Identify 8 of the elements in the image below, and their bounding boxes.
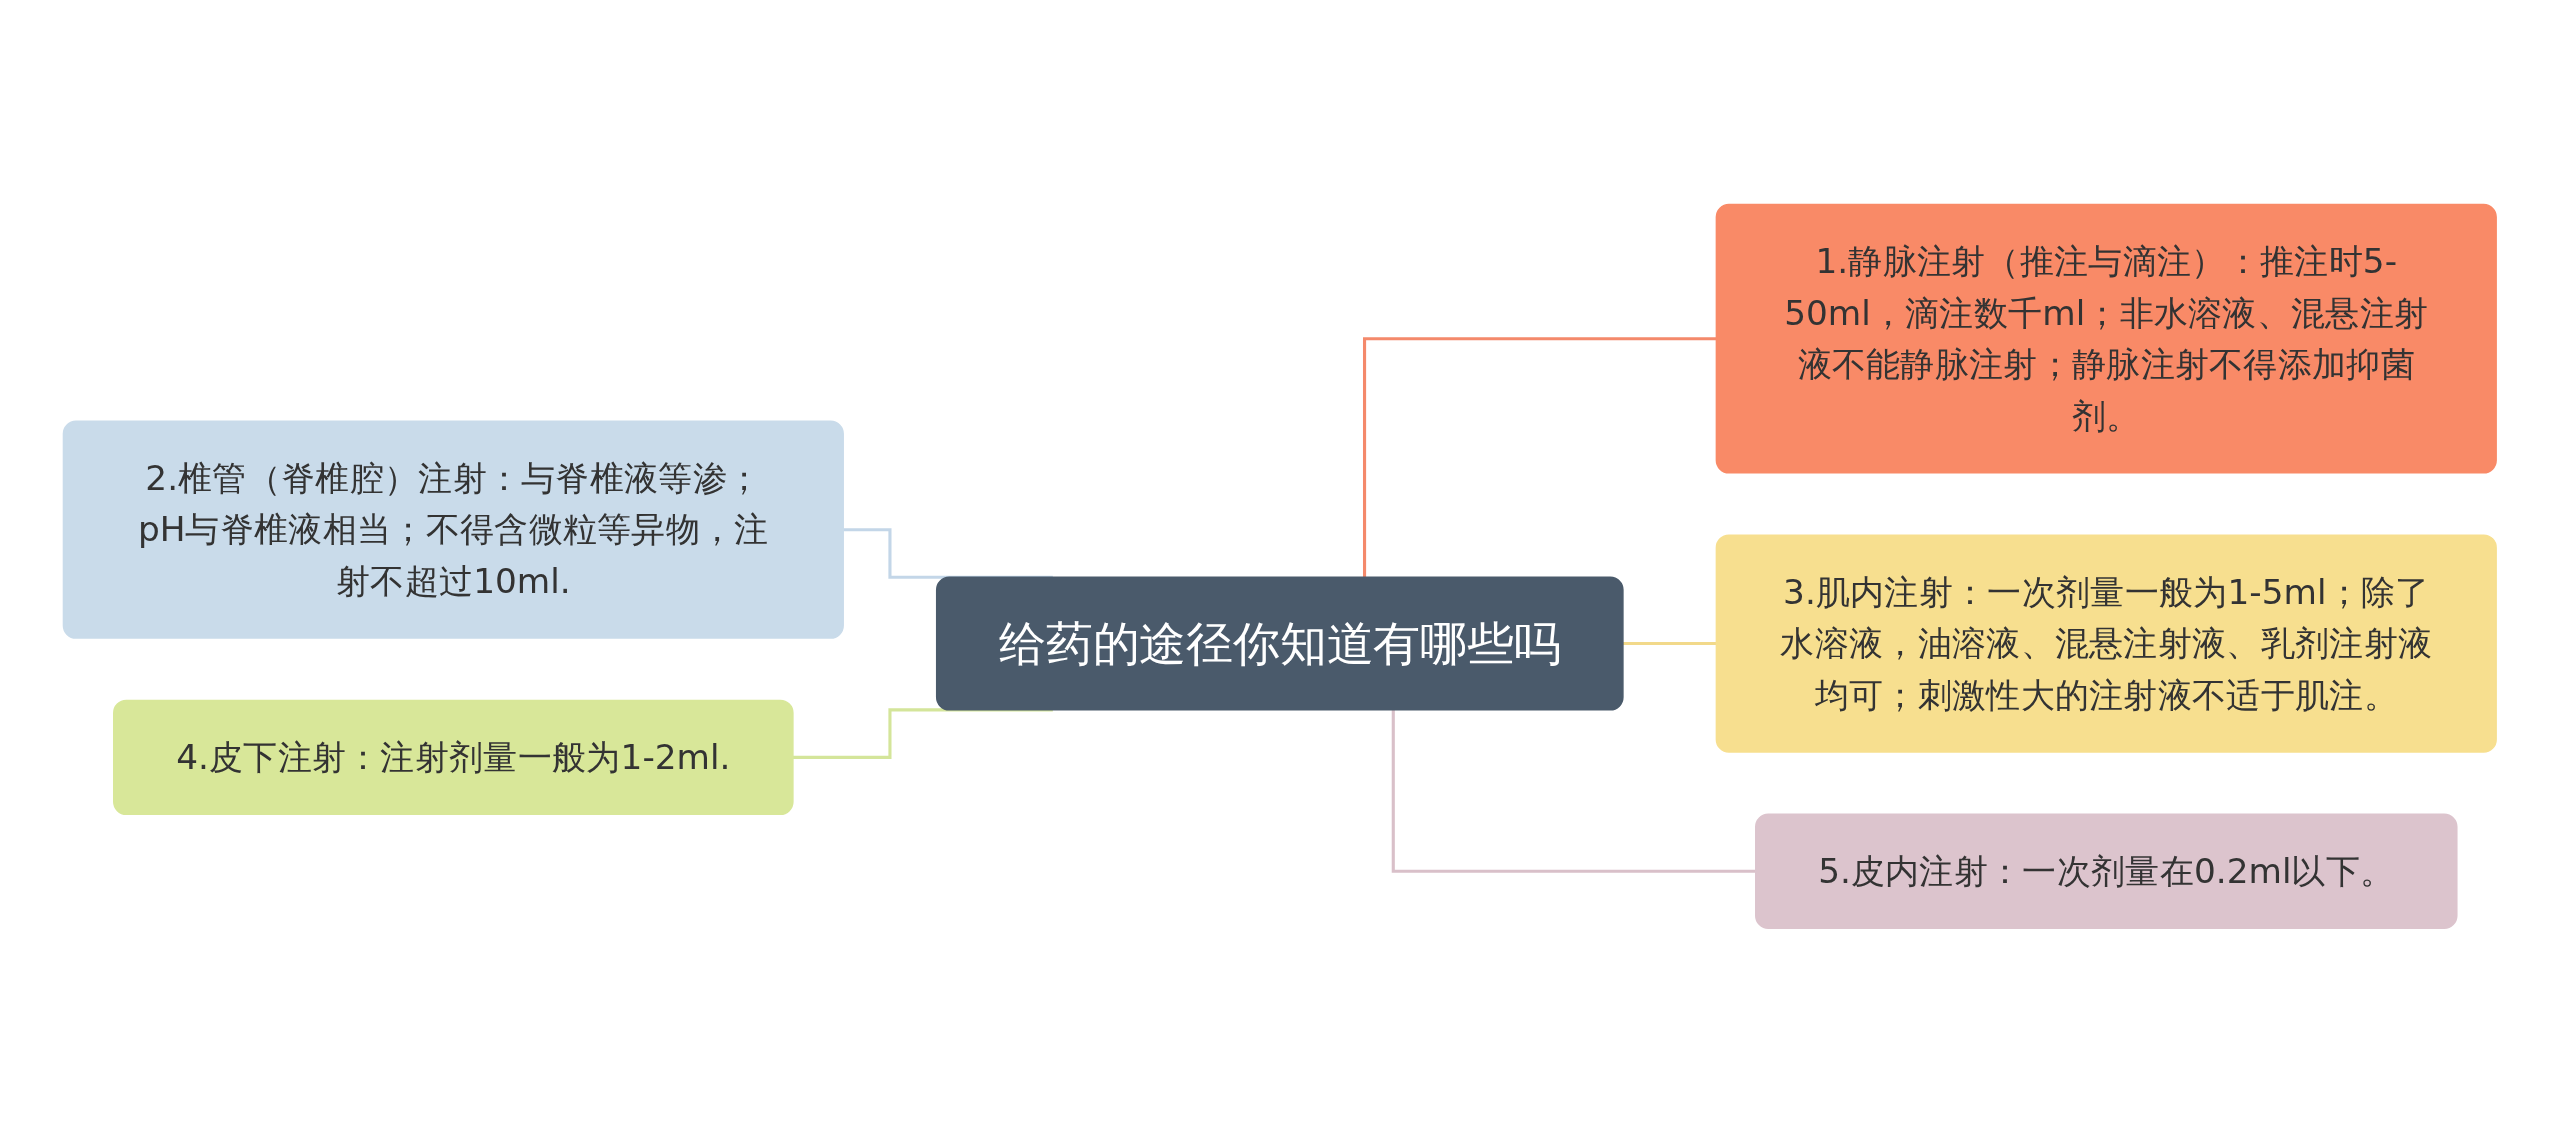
node-box: 3.肌内注射：一次剂量一般为1-5ml；除了水溶液，油溶液、混悬注射液、乳剂注射液均可；刺激性大的注射液不适于肌注。: [1715, 534, 2498, 753]
node-box: 5.皮内注射：一次剂量在0.2ml以下。: [1755, 813, 2458, 929]
node-box: 1.静脉注射（推注与滴注）：推注时5-50ml，滴注数千ml；非水溶液、混悬注射液不能静脉注射；静脉注射不得添加抑菌剂。: [1715, 203, 2498, 474]
node-box: 2.椎管（脊椎腔）注射：与脊椎液等渗；pH与脊椎液相当；不得含微粒等异物，注射不超过10ml.: [62, 420, 845, 639]
connector: [1363, 336, 1717, 577]
connector: [1391, 709, 1756, 873]
node-box: 4.皮下注射：注射剂量一般为1-2ml.: [113, 699, 794, 815]
node-box: 给药的途径你知道有哪些吗: [936, 576, 1624, 711]
